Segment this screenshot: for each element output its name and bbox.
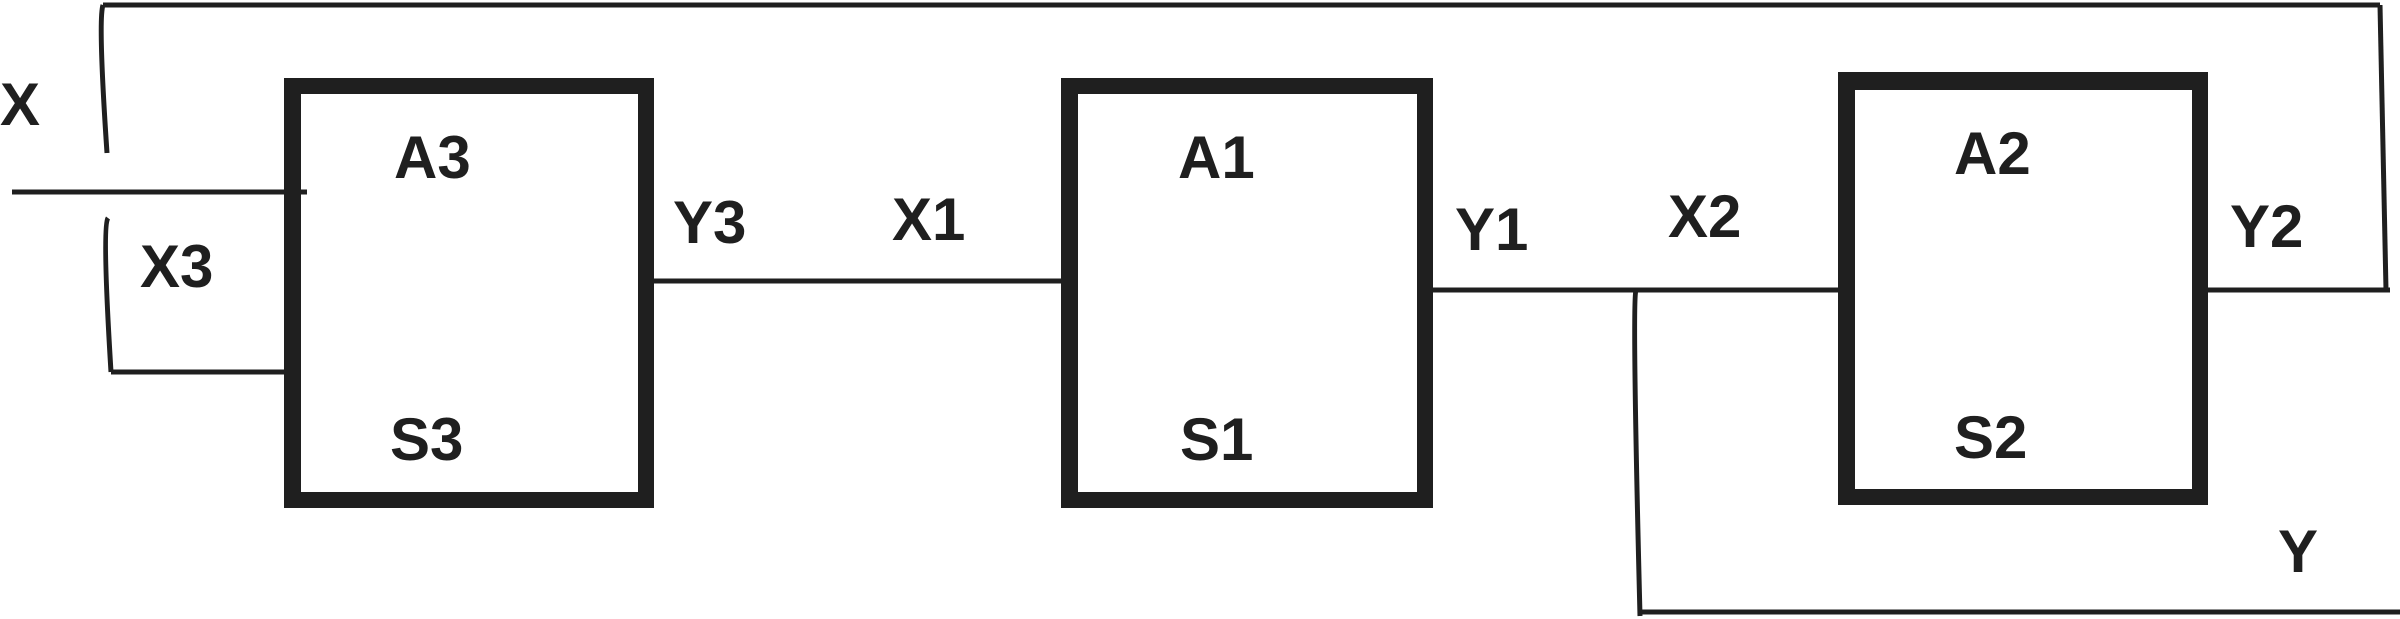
block-3-bottom-label: S3: [390, 406, 463, 473]
x2-label: X2: [1668, 183, 1741, 250]
block-1-top-label: A1: [1178, 124, 1255, 191]
x3-branch-vertical: [103, 216, 114, 373]
feedback-right-line: [2377, 4, 2389, 291]
output-label: Y: [2278, 518, 2318, 585]
block-2-body: [1855, 90, 2192, 489]
block-1: A1 S1: [1061, 78, 1433, 508]
block-3-top-label: A3: [394, 124, 471, 191]
x3-label: X3: [140, 233, 213, 300]
y1-label: Y1: [1455, 196, 1528, 263]
block-2-top-label: A2: [1954, 120, 2031, 187]
block-3-body: [301, 94, 638, 492]
y2-label: Y2: [2230, 193, 2303, 260]
block-2: A2 S2: [1838, 72, 2208, 505]
feedback-left-line: [98, 4, 110, 154]
output-branch-vertical: [1632, 289, 1643, 617]
input-label: X: [0, 71, 40, 138]
block-2-bottom-label: S2: [1954, 404, 2027, 471]
block-1-body: [1078, 94, 1417, 492]
x1-label: X1: [892, 186, 965, 253]
block-3: A3 S3: [284, 78, 654, 508]
y3-label: Y3: [673, 189, 746, 256]
block-1-bottom-label: S1: [1180, 406, 1253, 473]
